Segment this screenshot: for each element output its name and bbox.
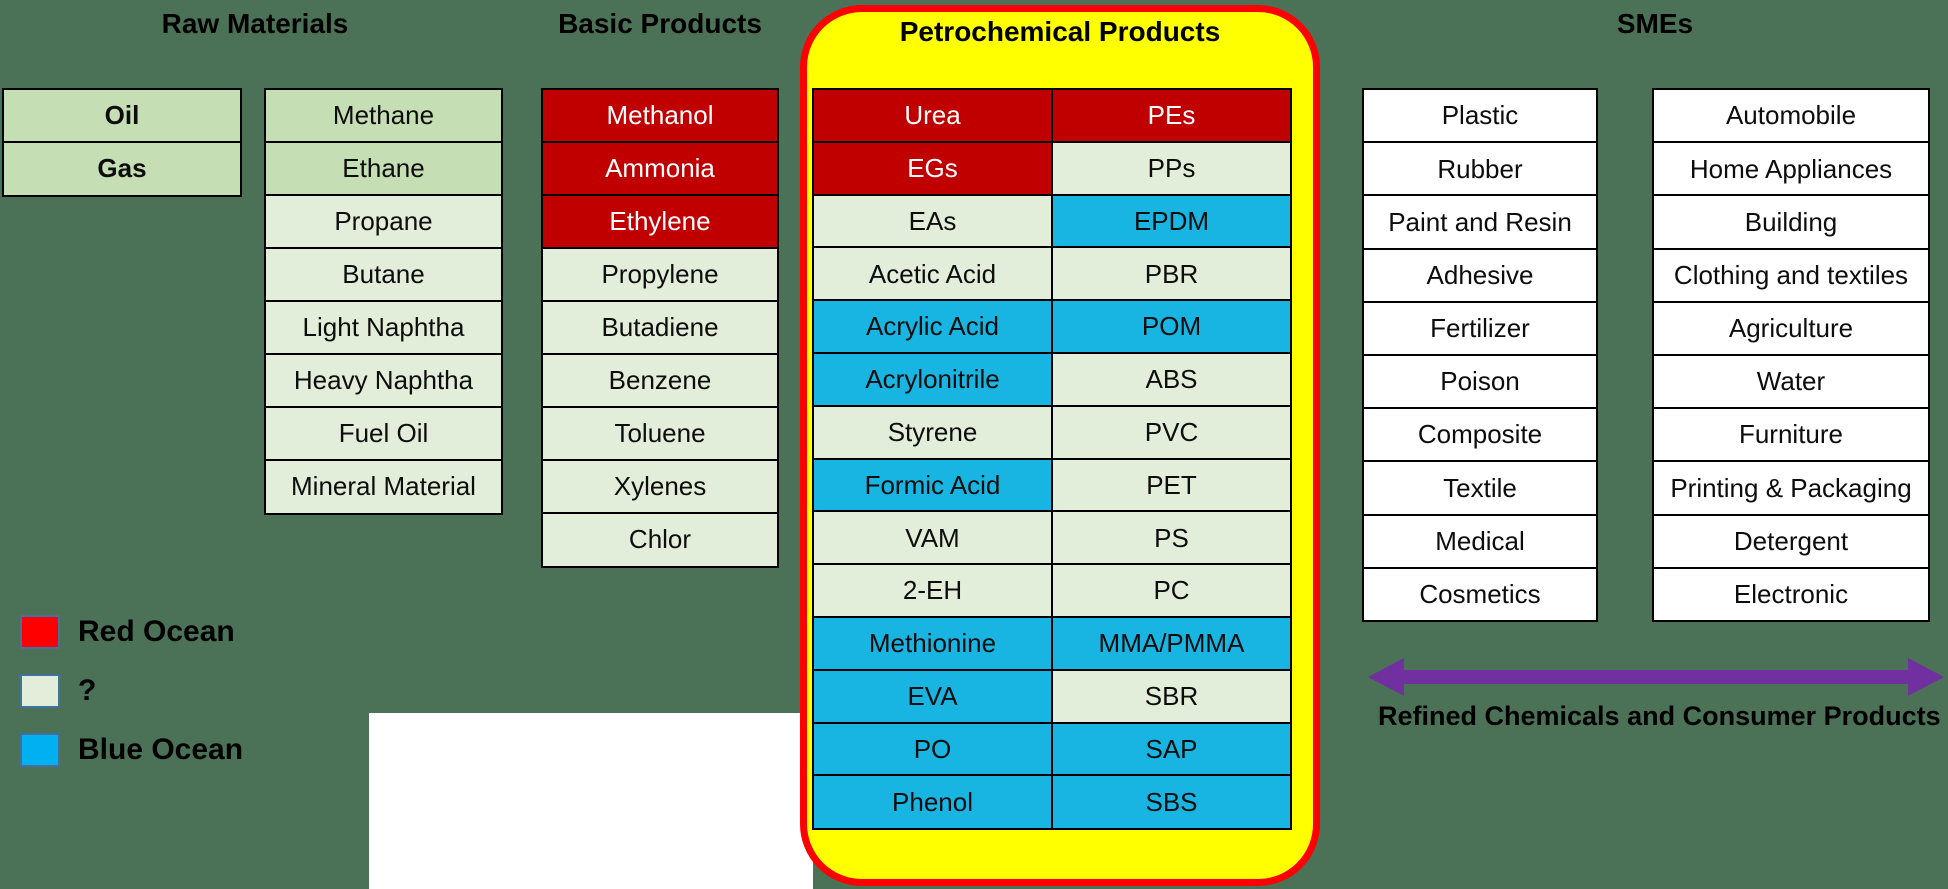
petrochemical-product-box: Formic Acid — [812, 457, 1053, 513]
raw-material-box: Propane — [264, 194, 503, 250]
petrochemical-product-box: 2-EH — [812, 563, 1053, 619]
smes-header: SMEs — [1616, 8, 1694, 39]
basic-product-box: Ammonia — [541, 141, 779, 197]
petrochemical-product-box: PS — [1051, 510, 1292, 566]
sme-end-market-box: Clothing and textiles — [1652, 247, 1930, 304]
legend-item-red-ocean: Red Ocean — [20, 615, 243, 649]
raw-material-source-box: Gas — [2, 141, 242, 197]
raw-material-source-box: Oil — [2, 88, 242, 144]
petrochemical-product-box: Methionine — [812, 615, 1053, 672]
raw-material-box: Butane — [264, 247, 503, 303]
sme-end-market-box: Agriculture — [1652, 300, 1930, 357]
legend-label: ? — [78, 674, 97, 707]
legend-item-unknown: ? — [20, 674, 243, 708]
raw-material-box: Methane — [264, 88, 503, 144]
basic-product-box: Butadiene — [541, 300, 779, 356]
petrochemical-product-box: PBR — [1051, 246, 1292, 302]
sme-industry-box: Medical — [1362, 513, 1598, 570]
sme-end-market-box: Electronic — [1652, 566, 1930, 623]
petrochemical-product-box: EAs — [812, 193, 1053, 249]
petrochemical-product-box: SBS — [1051, 774, 1292, 830]
petrochemical-product-box: Acetic Acid — [812, 246, 1053, 302]
sme-end-market-box: Detergent — [1652, 513, 1930, 570]
legend-label: Blue Ocean — [78, 733, 244, 766]
petrochemical-product-box: PEs — [1051, 88, 1292, 144]
petrochemical-product-box: PO — [812, 721, 1053, 777]
sme-end-market-box: Automobile — [1652, 88, 1930, 144]
sme-industry-box: Cosmetics — [1362, 566, 1598, 623]
petrochemical-product-box: PET — [1051, 457, 1292, 513]
petrochemical-product-box: SAP — [1051, 721, 1292, 777]
sme-end-market-box: Furniture — [1652, 407, 1930, 463]
petrochemical-product-box: Phenol — [812, 774, 1053, 830]
petrochemical-product-box: EGs — [812, 140, 1053, 197]
white-placeholder-box — [369, 713, 813, 889]
petrochemical-product-box: Styrene — [812, 404, 1053, 461]
basic-products-header: Basic Products — [558, 8, 762, 39]
sme-industry-box: Paint and Resin — [1362, 194, 1598, 251]
basic-product-box: Toluene — [541, 406, 779, 462]
petrochemical-products-header: Petrochemical Products — [899, 16, 1221, 47]
petrochemical-product-box: POM — [1051, 299, 1292, 355]
basic-product-box: Xylenes — [541, 459, 779, 515]
right-arrowhead-icon — [1908, 658, 1944, 696]
basic-product-box: Benzene — [541, 353, 779, 409]
sme-industry-box: Composite — [1362, 407, 1598, 463]
petrochemical-product-box: MMA/PMMA — [1051, 615, 1292, 672]
blue-ocean-swatch-icon — [20, 733, 60, 767]
sme-industry-box: Poison — [1362, 353, 1598, 410]
sme-end-market-box: Home Appliances — [1652, 141, 1930, 197]
legend-label: Red Ocean — [78, 615, 235, 648]
sme-industry-box: Adhesive — [1362, 247, 1598, 304]
petrochemical-product-box: SBR — [1051, 668, 1292, 725]
basic-product-box: Methanol — [541, 88, 779, 144]
petrochemical-product-box: PVC — [1051, 404, 1292, 461]
sme-end-market-box: Water — [1652, 353, 1930, 410]
sme-industry-box: Rubber — [1362, 141, 1598, 197]
raw-material-box: Ethane — [264, 141, 503, 197]
legend: Red Ocean ? Blue Ocean — [20, 615, 243, 792]
sme-industry-box: Textile — [1362, 460, 1598, 516]
basic-product-box: Ethylene — [541, 194, 779, 250]
petrochemical-product-box: Acrylonitrile — [812, 351, 1053, 408]
petrochemical-product-box: ABS — [1051, 351, 1292, 408]
double-headed-arrow — [1368, 657, 1944, 697]
basic-product-box: Chlor — [541, 512, 779, 568]
arrow-label: Refined Chemicals and Consumer Products — [1378, 701, 1941, 731]
sme-industry-box: Plastic — [1362, 88, 1598, 144]
raw-material-box: Heavy Naphtha — [264, 353, 503, 409]
basic-product-box: Propylene — [541, 247, 779, 303]
petrochemical-product-box: PPs — [1051, 140, 1292, 197]
petrochemical-product-box: PC — [1051, 563, 1292, 619]
arrow-shaft — [1396, 670, 1916, 684]
petrochemical-product-box: Acrylic Acid — [812, 299, 1053, 355]
sme-industry-box: Fertilizer — [1362, 300, 1598, 357]
petrochemical-product-box: EPDM — [1051, 193, 1292, 249]
petrochemical-product-box: Urea — [812, 88, 1053, 144]
raw-material-box: Fuel Oil — [264, 406, 503, 462]
raw-material-box: Mineral Material — [264, 459, 503, 515]
raw-materials-header: Raw Materials — [161, 8, 349, 39]
petrochemical-product-box: EVA — [812, 668, 1053, 725]
sme-end-market-box: Building — [1652, 194, 1930, 251]
red-ocean-swatch-icon — [20, 615, 60, 649]
legend-item-blue-ocean: Blue Ocean — [20, 733, 243, 767]
raw-material-box: Light Naphtha — [264, 300, 503, 356]
petrochemical-product-box: VAM — [812, 510, 1053, 566]
unknown-swatch-icon — [20, 674, 60, 708]
sme-end-market-box: Printing & Packaging — [1652, 460, 1930, 516]
